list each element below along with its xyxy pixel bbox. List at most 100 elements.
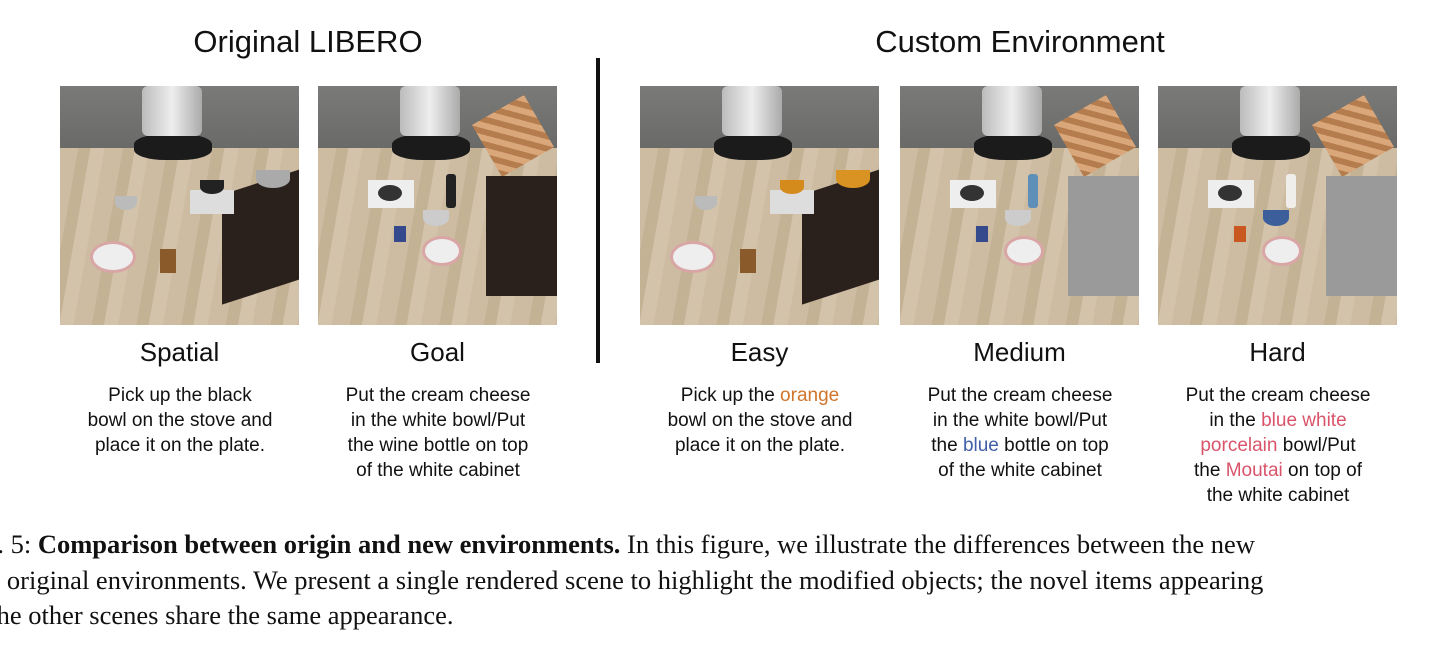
caption-line2: and original environments. We present a … xyxy=(0,564,1264,595)
stove xyxy=(770,190,814,214)
highlighted-word: blue white xyxy=(1261,410,1347,431)
panel-label: Medium xyxy=(973,337,1066,367)
caption-bold: Comparison between origin and new enviro… xyxy=(37,529,621,559)
robot xyxy=(142,86,202,136)
box xyxy=(740,249,756,273)
description-text: the xyxy=(1194,460,1226,481)
bowl xyxy=(695,196,717,210)
plate xyxy=(1004,236,1044,266)
description-line: Pick up the orange xyxy=(630,383,890,408)
description-line: the white cabinet xyxy=(1148,483,1408,508)
plate xyxy=(90,241,136,273)
description-text: in the white bowl/Put xyxy=(350,410,526,431)
bottle xyxy=(1028,174,1038,208)
description-text: bowl on the stove and xyxy=(667,410,853,431)
scene-image-goal xyxy=(318,86,557,325)
scene-image-hard xyxy=(1158,86,1397,325)
robot-base xyxy=(974,134,1052,160)
robot xyxy=(982,86,1042,136)
robot-base xyxy=(1232,134,1310,160)
description-text: bottle on top xyxy=(998,435,1109,456)
scene-image-spatial xyxy=(60,86,299,325)
description-text: in the white bowl/Put xyxy=(932,410,1108,431)
custom-environment-title: Custom Environment xyxy=(875,24,1165,59)
description-text: Put the cream cheese xyxy=(1185,385,1371,406)
stove-burner xyxy=(378,185,402,201)
bowl xyxy=(1263,210,1289,226)
description-line: in the white bowl/Put xyxy=(308,408,568,433)
description-line: Pick up the black xyxy=(50,383,310,408)
plate xyxy=(422,236,462,266)
description-line: of the white cabinet xyxy=(890,458,1150,483)
cabinet xyxy=(1068,176,1139,296)
description-text: the wine bottle on top xyxy=(347,435,529,456)
description-line: place it on the plate. xyxy=(50,433,310,458)
description-text: bowl on the stove and xyxy=(87,410,273,431)
box xyxy=(160,249,176,273)
panel-label: Hard xyxy=(1249,337,1306,367)
caption-line3: in the other scenes share the same appea… xyxy=(0,600,454,630)
robot xyxy=(400,86,460,136)
highlighted-word: Moutai xyxy=(1225,460,1283,481)
panel-label: Goal xyxy=(410,337,465,367)
description-text: on top of xyxy=(1282,460,1362,481)
description-text: in the xyxy=(1209,410,1262,431)
bottle xyxy=(446,174,456,208)
plate xyxy=(1262,236,1302,266)
description-line: Put the cream cheese xyxy=(1148,383,1408,408)
top-bowl xyxy=(256,170,290,188)
cabinet xyxy=(486,176,557,296)
description-line: of the white cabinet xyxy=(308,458,568,483)
description-line: porcelain bowl/Put xyxy=(1148,433,1408,458)
robot-base xyxy=(714,134,792,160)
description-text: place it on the plate. xyxy=(674,435,846,456)
stove xyxy=(190,190,234,214)
robot-base xyxy=(134,134,212,160)
section-divider xyxy=(596,58,600,363)
description-text: Pick up the black xyxy=(108,385,252,406)
stove-bowl xyxy=(780,180,804,194)
bowl xyxy=(423,210,449,226)
stove-burner xyxy=(960,185,984,201)
panel-label: Spatial xyxy=(139,337,220,367)
panel-hard: Hard Put the cream cheese in the blue whi… xyxy=(1158,86,1397,508)
description-text: bowl/Put xyxy=(1277,435,1356,456)
highlighted-word: orange xyxy=(780,385,840,406)
description-line: bowl on the stove and xyxy=(630,408,890,433)
stove-burner xyxy=(1218,185,1242,201)
bottle xyxy=(1286,174,1296,208)
stove-bowl xyxy=(200,180,224,194)
caption-line1: In this figure, we illustrate the differ… xyxy=(620,529,1255,559)
highlighted-word: blue xyxy=(962,435,999,456)
scene-image-easy xyxy=(640,86,879,325)
description-line: bowl on the stove and xyxy=(50,408,310,433)
panel-label: Easy xyxy=(730,337,789,367)
description-text: the white cabinet xyxy=(1206,485,1350,506)
description-line: in the blue white xyxy=(1148,408,1408,433)
original-libero-title: Original LIBERO xyxy=(193,24,423,59)
robot xyxy=(722,86,782,136)
description-line: in the white bowl/Put xyxy=(890,408,1150,433)
description-line: the blue bottle on top xyxy=(890,433,1150,458)
highlighted-word: porcelain xyxy=(1200,435,1278,456)
cream-cheese xyxy=(1234,226,1246,242)
bowl xyxy=(115,196,137,210)
description-text: the xyxy=(931,435,963,456)
description-line: place it on the plate. xyxy=(630,433,890,458)
panel-spatial: Spatial Pick up the black bowl on the sto… xyxy=(60,86,299,458)
description-text: of the white cabinet xyxy=(356,460,520,481)
scene-image-medium xyxy=(900,86,1139,325)
top-bowl xyxy=(836,170,870,188)
figure-caption: Fig. 5: Comparison between origin and ne… xyxy=(0,527,1455,634)
robot xyxy=(1240,86,1300,136)
description-line: Put the cream cheese xyxy=(890,383,1150,408)
description-line: Put the cream cheese xyxy=(308,383,568,408)
